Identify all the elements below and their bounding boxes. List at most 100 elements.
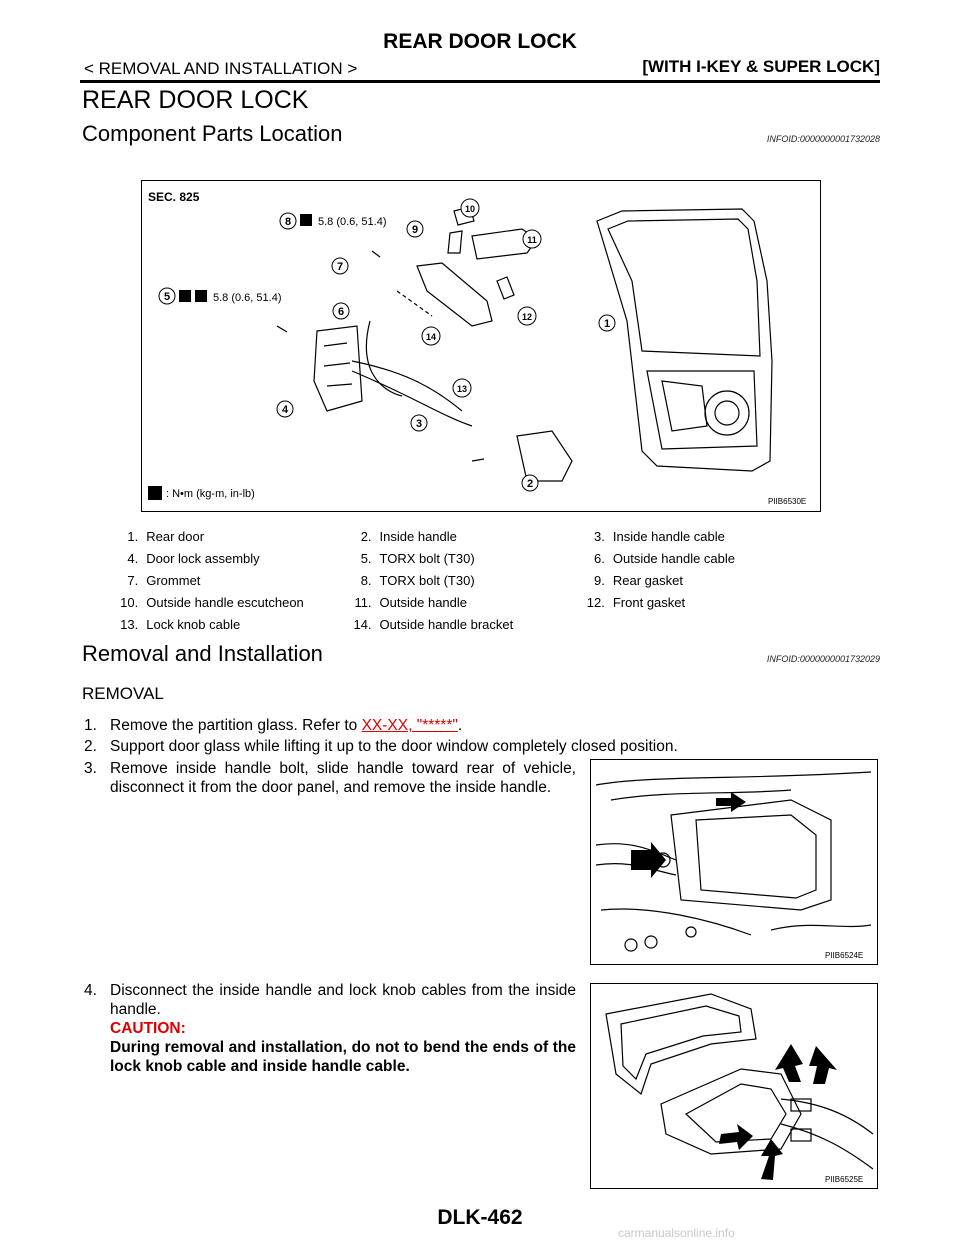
part-number: 5. <box>360 551 372 566</box>
component-parts-heading: Component Parts Location <box>82 121 343 146</box>
part-number: 2. <box>360 529 372 544</box>
sec-label: SEC. 825 <box>148 190 200 204</box>
part-name: TORX bolt (T30) <box>379 573 475 588</box>
arrow-left-icon <box>716 792 746 812</box>
component-parts-info-id: INFOID:0000000001732028 <box>766 134 880 144</box>
arrow-icon <box>761 1139 783 1180</box>
svg-text:12: 12 <box>522 312 532 322</box>
parts-row: 13. Lock knob cable 14. Outside handle brac… <box>104 614 804 636</box>
callout-14: 14 <box>421 326 441 346</box>
inside-handle-bolt-figure: PIIB6524E <box>590 759 878 965</box>
reference-link[interactable]: XX-XX, "*****" <box>361 717 458 734</box>
part-name <box>613 614 804 636</box>
figure-code: PIIB6530E <box>768 497 806 506</box>
parts-list: 1. Rear door 2. Inside handle 3. Inside handl… <box>104 526 804 636</box>
svg-text:2: 2 <box>527 478 533 490</box>
callout-3: 3 <box>410 414 428 432</box>
part-name: Inside handle <box>379 529 457 544</box>
parts-row: 1. Rear door 2. Inside handle 3. Inside handl… <box>104 526 804 548</box>
callout-13: 13 <box>452 378 472 398</box>
callout-4: 4 <box>276 400 294 418</box>
callout-2: 2 <box>521 474 539 492</box>
parts-row: 10. Outside handle escutcheon 11. Outside h… <box>104 592 804 614</box>
step-3: 3. Remove inside handle bolt, slide hand… <box>84 760 576 796</box>
component-parts-figure: 1 2 3 4 5 6 7 8 9 10 11 12 13 14 SEC. 82… <box>141 180 821 512</box>
step-1: 1.Remove the partition glass. Refer to X… <box>84 717 463 734</box>
part-number: 11. <box>354 595 372 610</box>
part-name: Rear gasket <box>612 573 683 588</box>
part-number: 8. <box>360 573 372 588</box>
svg-text:14: 14 <box>426 332 436 342</box>
watermark: carmanualsonline.info <box>618 1226 735 1240</box>
part-name: Door lock assembly <box>146 551 260 566</box>
part-name: Front gasket <box>612 595 686 610</box>
part-number: 4. <box>127 551 139 566</box>
step-2: 2.Support door glass while lifting it up… <box>84 738 678 755</box>
step-4: 4. Disconnect the inside handle and lock… <box>84 982 576 1075</box>
page-title: REAR DOOR LOCK <box>383 30 577 53</box>
part-number: 13. <box>120 617 139 632</box>
cable-disconnect-figure: PIIB6525E <box>590 983 878 1189</box>
part-number: 12. <box>586 595 605 610</box>
torque-icon <box>195 290 207 302</box>
breadcrumb: < REMOVAL AND INSTALLATION > <box>84 59 358 78</box>
part-name: Inside handle cable <box>612 529 725 544</box>
section-title: REAR DOOR LOCK <box>82 86 309 114</box>
part-name: Lock knob cable <box>146 617 241 632</box>
part-name: Outside handle cable <box>612 551 736 566</box>
caution-text: During removal and installation, do not … <box>110 1039 576 1075</box>
removal-installation-info-id: INFOID:0000000001732029 <box>766 654 880 664</box>
svg-text:11: 11 <box>527 235 537 245</box>
callout-9: 9 <box>406 220 424 238</box>
svg-text:1: 1 <box>604 318 610 330</box>
part-name: Rear door <box>146 529 205 544</box>
svg-text:8: 8 <box>285 216 291 228</box>
exploded-view-diagram: 1 2 3 4 5 6 7 8 9 10 11 12 13 14 SEC. 82… <box>148 190 806 506</box>
removal-subheading: REMOVAL <box>82 684 164 703</box>
callout-5: 5 <box>158 287 176 305</box>
svg-text:6: 6 <box>338 306 344 318</box>
callout-12: 12 <box>517 306 537 326</box>
figure-code: PIIB6525E <box>825 1175 863 1184</box>
arrow-icon <box>631 842 666 878</box>
torque-icon <box>300 214 312 226</box>
svg-text:9: 9 <box>412 224 418 236</box>
part-name: Outside handle escutcheon <box>146 595 304 610</box>
figure-code: PIIB6524E <box>825 951 863 960</box>
part-number <box>571 614 613 636</box>
callout-1: 1 <box>598 314 616 332</box>
callout-6: 6 <box>332 302 350 320</box>
svg-text:4: 4 <box>282 404 289 416</box>
torque-5: 5.8 (0.6, 51.4) <box>213 292 282 304</box>
callout-11: 11 <box>522 229 542 249</box>
svg-text:7: 7 <box>337 261 343 273</box>
part-number: 3. <box>594 529 605 544</box>
callout-10: 10 <box>460 198 480 218</box>
parts-row: 7. Grommet 8. TORX bolt (T30) 9. Rear gasket <box>104 570 804 592</box>
arrow-icon <box>809 1046 837 1084</box>
part-name: Outside handle <box>379 595 467 610</box>
svg-text:5: 5 <box>164 291 170 303</box>
header-rule <box>80 80 880 83</box>
callout-8: 8 <box>279 212 297 230</box>
svg-text:10: 10 <box>465 204 475 214</box>
part-number: 14. <box>353 617 372 632</box>
variant-label: [WITH I-KEY & SUPER LOCK] <box>642 57 880 76</box>
torque-legend: : N•m (kg-m, in-lb) <box>166 488 255 500</box>
svg-text:13: 13 <box>457 384 467 394</box>
replace-icon <box>179 290 191 302</box>
part-name: Outside handle bracket <box>379 617 514 632</box>
part-number: 9. <box>594 573 605 588</box>
torque-8: 5.8 (0.6, 51.4) <box>318 216 387 228</box>
torque-legend-icon <box>148 486 162 500</box>
part-number: 7. <box>127 573 139 588</box>
page-number: DLK-462 <box>437 1206 523 1229</box>
part-number: 1. <box>127 529 139 544</box>
arrow-icon <box>719 1124 753 1150</box>
part-number: 6. <box>594 551 605 566</box>
part-name: Grommet <box>146 573 201 588</box>
caution-label: CAUTION: <box>110 1020 186 1037</box>
part-number: 10. <box>120 595 139 610</box>
callout-7: 7 <box>331 257 349 275</box>
